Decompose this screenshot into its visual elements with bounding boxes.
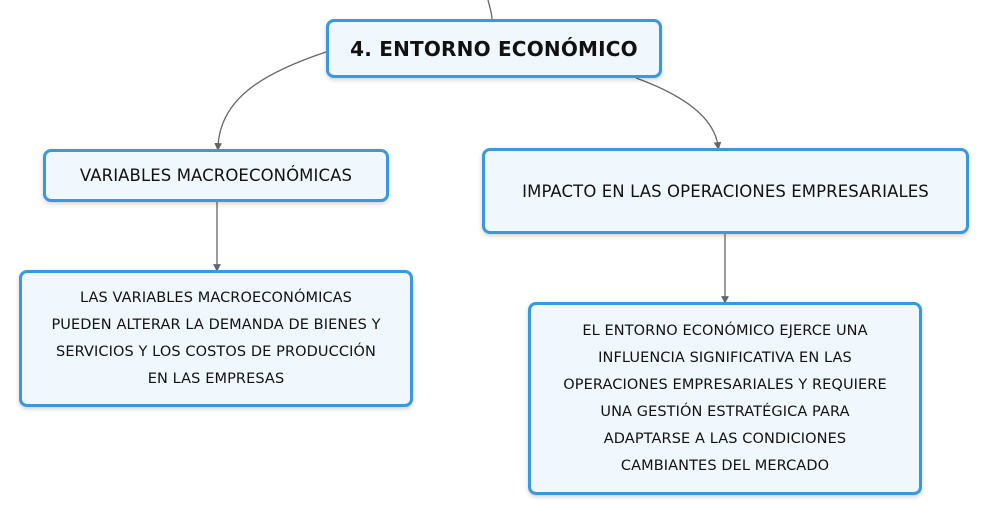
detail-line: CAMBIANTES DEL MERCADO	[620, 457, 830, 474]
detail-line: UNA GESTIÓN ESTRATÉGICA PARA	[600, 403, 850, 420]
detail-line: ADAPTARSE A LAS CONDICIONES	[603, 430, 847, 447]
topic-node-variables-macroeconomicas[interactable]: VARIABLES MACROECONÓMICAS	[43, 149, 389, 202]
detail-line: OPERACIONES EMPRESARIALES Y REQUIERE	[563, 376, 887, 393]
detail-line: PUEDEN ALTERAR LA DEMANDA DE BIENES Y	[51, 316, 381, 333]
connector-parent-to-root	[487, 0, 493, 20]
detail-line: EL ENTORNO ECONÓMICO EJERCE UNA	[582, 322, 868, 339]
detail-node-variables[interactable]: LAS VARIABLES MACROECONÓMICAS PUEDEN ALT…	[19, 270, 413, 407]
connector-root-to-impacto	[635, 77, 722, 150]
detail-node-impacto[interactable]: EL ENTORNO ECONÓMICO EJERCE UNA INFLUENC…	[528, 302, 922, 495]
root-node-label: 4. ENTORNO ECONÓMICO	[350, 36, 638, 61]
connector-root-to-variables	[214, 51, 327, 151]
topic-node-label: VARIABLES MACROECONÓMICAS	[79, 166, 353, 185]
topic-node-impacto-operaciones[interactable]: IMPACTO EN LAS OPERACIONES EMPRESARIALES	[482, 148, 969, 234]
detail-line: SERVICIOS Y LOS COSTOS DE PRODUCCIÓN	[56, 343, 376, 360]
root-node[interactable]: 4. ENTORNO ECONÓMICO	[326, 19, 662, 78]
detail-node-text: EL ENTORNO ECONÓMICO EJERCE UNA INFLUENC…	[563, 318, 886, 480]
detail-line: LAS VARIABLES MACROECONÓMICAS	[79, 289, 352, 306]
detail-line: EN LAS EMPRESAS	[147, 370, 285, 387]
detail-line: INFLUENCIA SIGNIFICATIVA EN LAS	[598, 349, 852, 366]
detail-node-text: LAS VARIABLES MACROECONÓMICAS PUEDEN ALT…	[51, 285, 380, 393]
topic-node-label: IMPACTO EN LAS OPERACIONES EMPRESARIALES	[522, 181, 929, 201]
